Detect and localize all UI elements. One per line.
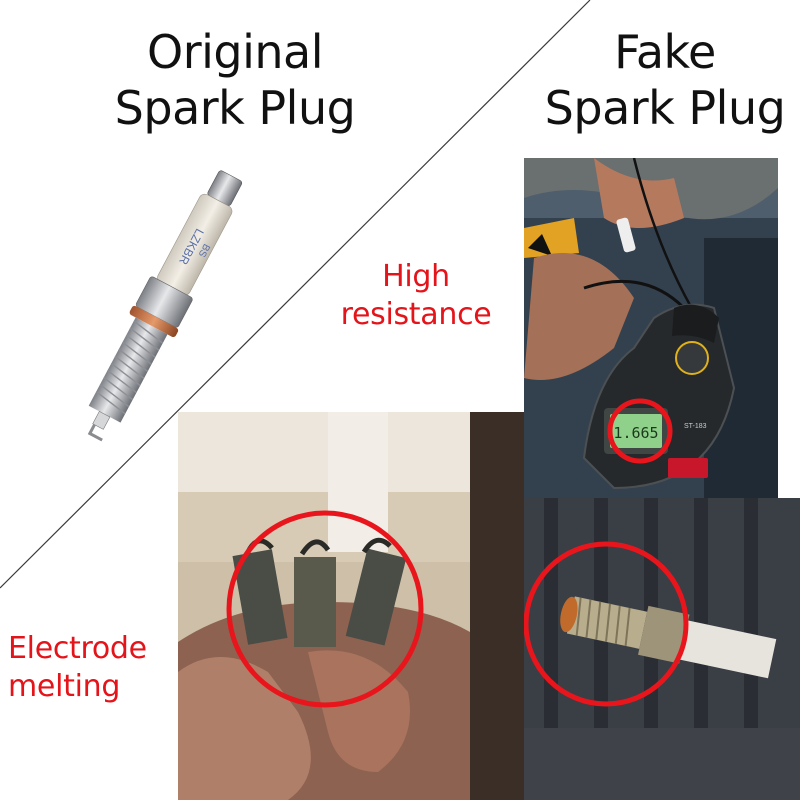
melted-electrodes-photo	[178, 412, 470, 800]
electrode-melting-line2: melting	[8, 669, 121, 704]
multimeter-display-text: 1.665	[613, 424, 658, 442]
original-title: Original Spark Plug	[85, 24, 385, 136]
original-title-line1: Original	[146, 25, 324, 79]
multimeter-model-text: ST-183	[684, 423, 707, 430]
electrode-melting-label: Electrode melting	[8, 630, 174, 706]
original-spark-plug-image: LZKBR BS	[87, 170, 243, 442]
high-resistance-line2: resistance	[340, 297, 492, 332]
high-resistance-label: High resistance	[330, 258, 502, 334]
fake-title: Fake Spark Plug	[530, 24, 800, 136]
electrode-melting-line1: Electrode	[8, 631, 147, 666]
multimeter-test-photo: 1.665 ST-183	[524, 158, 778, 498]
high-resistance-line1: High	[382, 259, 450, 294]
photo-frame-strip	[470, 412, 524, 800]
fake-title-line1: Fake	[614, 25, 716, 79]
fake-plug-closeup-photo	[524, 498, 800, 800]
original-title-line2: Spark Plug	[114, 81, 356, 135]
fake-title-line2: Spark Plug	[544, 81, 786, 135]
